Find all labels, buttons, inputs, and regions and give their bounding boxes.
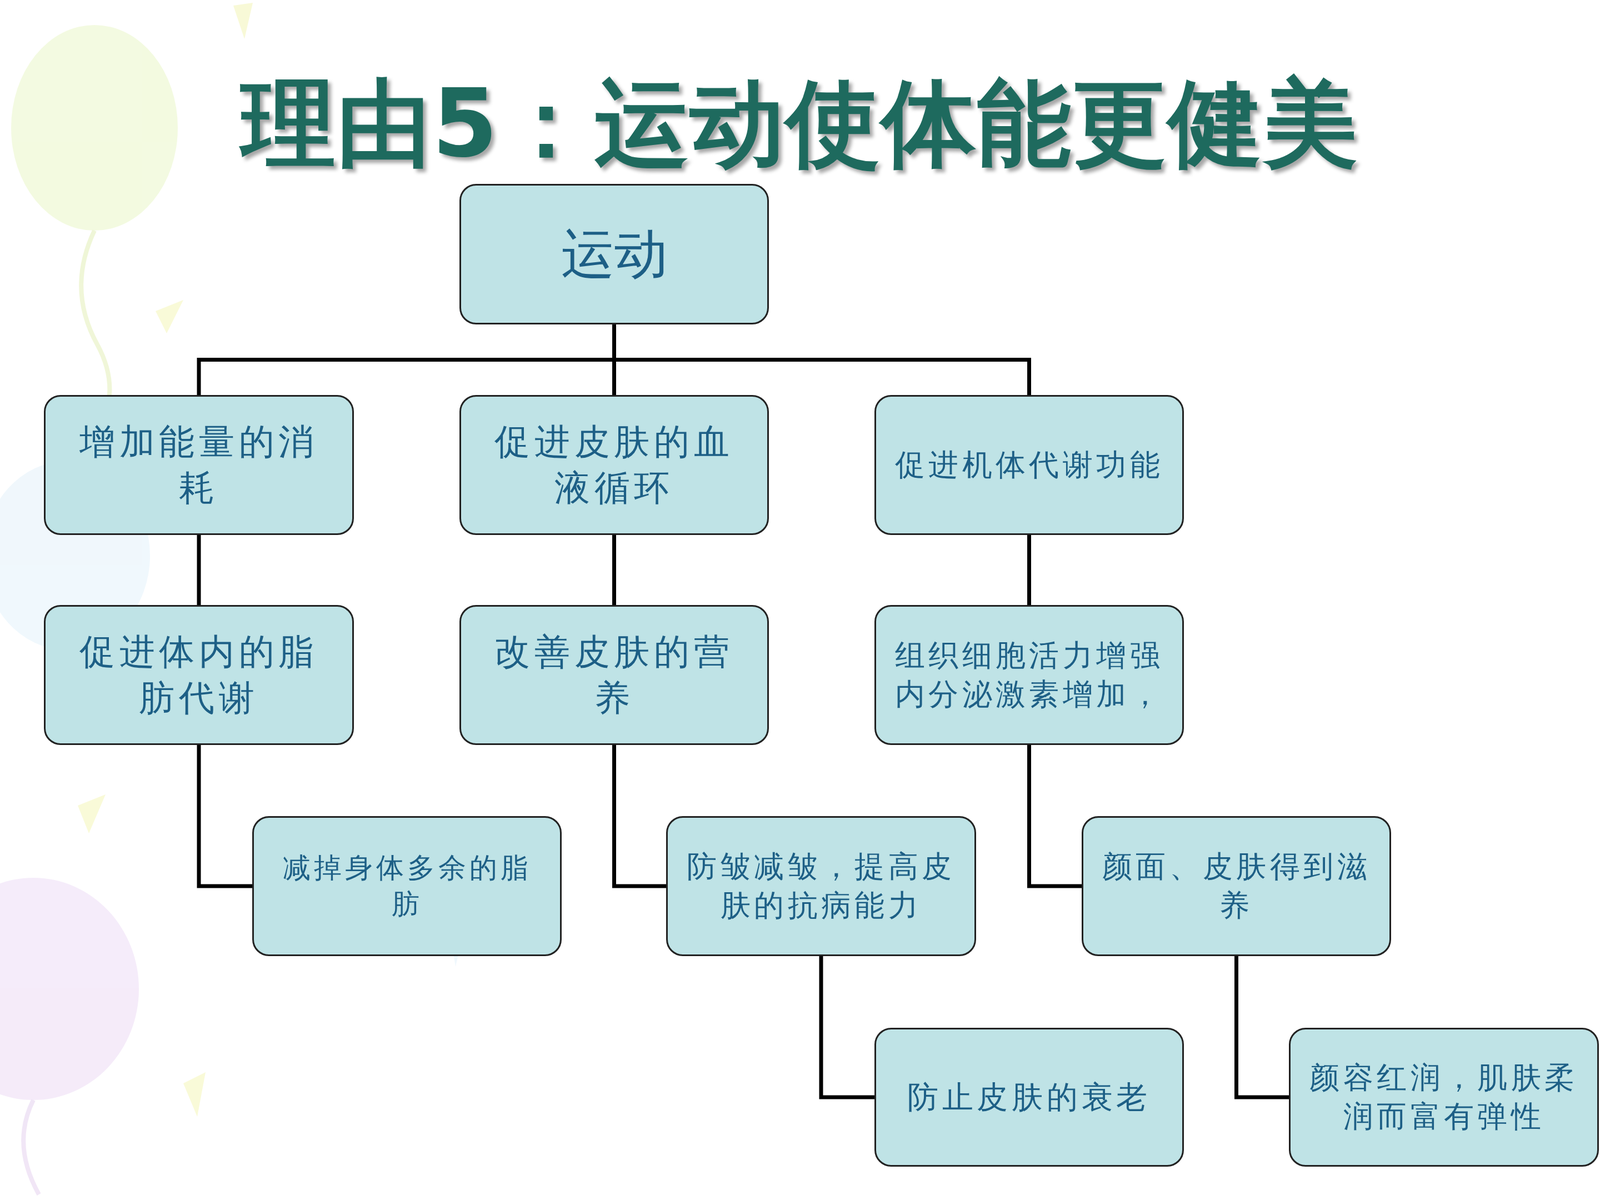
box-text: 促进机体代谢功能 — [895, 445, 1164, 485]
process-box: 减掉身体多余的脂肪 — [252, 816, 562, 957]
process-box: 改善皮肤的营养 — [459, 605, 769, 745]
box-text: 颜面、皮肤得到滋养 — [1097, 847, 1375, 925]
root-box: 运动 — [459, 183, 769, 325]
tree-connector — [1236, 956, 1290, 1098]
box-text: 促进体内的脂肪代谢 — [60, 628, 338, 722]
process-box: 颜容红润，肌肤柔润而富有弹性 — [1288, 1027, 1599, 1167]
slide-title: 理由5：运动使体能更健美 — [0, 61, 1600, 189]
box-text: 增加能量的消耗 — [60, 418, 338, 512]
process-box: 防止皮肤的衰老 — [874, 1027, 1184, 1167]
box-text: 防皱减皱，提高皮肤的抗病能力 — [682, 847, 960, 925]
process-box: 增加能量的消耗 — [43, 395, 354, 535]
process-box: 促进体内的脂肪代谢 — [43, 605, 354, 745]
tree-connector — [1029, 745, 1083, 887]
tree-connector — [614, 324, 1030, 395]
process-box: 促进机体代谢功能 — [874, 395, 1184, 535]
tree-connector — [612, 535, 617, 605]
box-text: 改善皮肤的营养 — [475, 628, 753, 722]
box-text: 运动 — [561, 219, 668, 289]
box-text: 防止皮肤的衰老 — [907, 1077, 1152, 1118]
tree-connector — [1027, 535, 1032, 605]
tree-connector — [198, 324, 615, 395]
process-box: 颜面、皮肤得到滋养 — [1081, 816, 1392, 957]
tree-connector — [614, 745, 667, 887]
box-text: 颜容红润，肌肤柔润而富有弹性 — [1305, 1058, 1583, 1137]
box-text: 减掉身体多余的脂肪 — [268, 850, 546, 923]
process-box: 组织细胞活力增强 内分泌激素增加， — [874, 605, 1184, 745]
tree-connector — [198, 745, 253, 887]
box-text: 组织细胞活力增强 内分泌激素增加， — [890, 636, 1168, 714]
tree-connector — [197, 535, 202, 605]
process-box: 促进皮肤的血液循环 — [459, 395, 769, 535]
box-text: 促进皮肤的血液循环 — [475, 418, 753, 512]
process-box: 防皱减皱，提高皮肤的抗病能力 — [666, 816, 977, 957]
balloons — [0, 2, 464, 1195]
tree-connector — [821, 956, 875, 1098]
